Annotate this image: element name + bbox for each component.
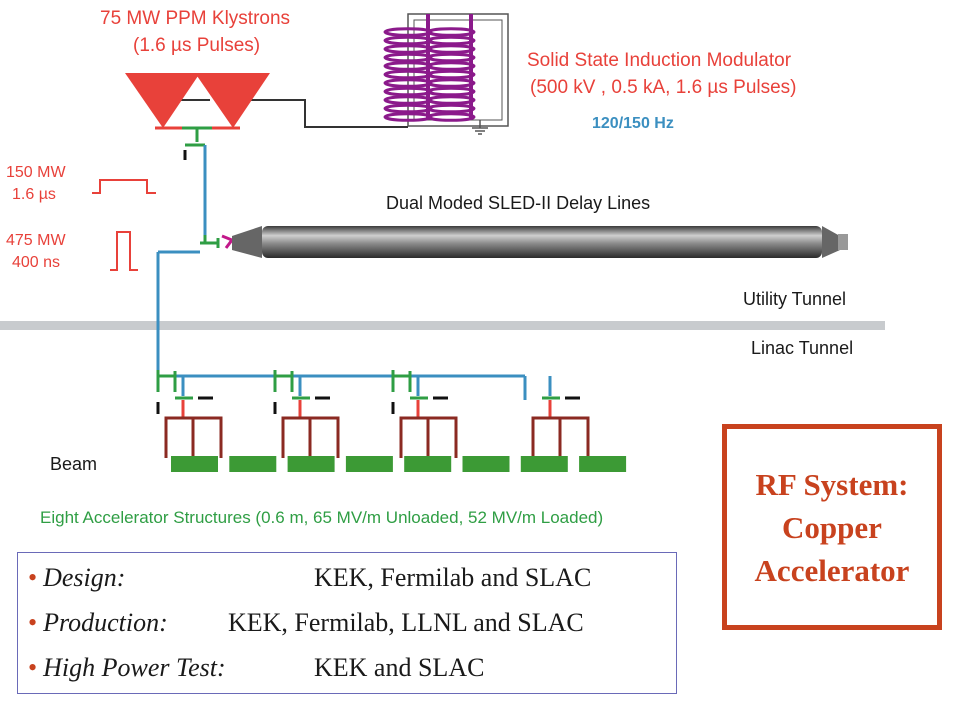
linac-tunnel-label: Linac Tunnel — [751, 338, 854, 358]
coil-winding — [426, 44, 476, 54]
info-value: KEK, Fermilab and SLAC — [314, 563, 592, 592]
info-value: KEK, Fermilab, LLNL and SLAC — [228, 608, 584, 637]
modulator-subtitle: (500 kV , 0.5 kA, 1.6 µs Pulses) — [530, 77, 797, 98]
rep-rate: 120/150 Hz — [592, 115, 674, 132]
waveguide-distribution — [158, 374, 527, 400]
beam-label: Beam — [50, 454, 98, 474]
coil-winding — [383, 44, 433, 54]
coil-winding — [426, 69, 476, 80]
long-pulse-width: 1.6 µs — [12, 186, 56, 203]
collaboration-info-box: •Design: KEK, Fermilab and SLAC •Product… — [17, 552, 677, 694]
short-pulse-width: 400 ns — [12, 254, 61, 271]
coil-winding — [383, 78, 433, 88]
modulator-cable — [250, 99, 408, 128]
klystrons-title: 75 MW PPM Klystrons — [100, 8, 291, 29]
rf-unit-4 — [531, 376, 590, 458]
coil-winding — [426, 86, 476, 97]
coil-winding — [383, 103, 433, 114]
coil-winding — [426, 78, 476, 88]
bullet-icon: • — [28, 563, 38, 592]
short-pulse-shape — [110, 231, 138, 271]
coil-winding — [383, 69, 433, 80]
info-row-high-power-test: •High Power Test: KEK and SLAC — [28, 653, 484, 683]
long-pulse-shape — [92, 179, 156, 194]
title-line-2: Copper — [782, 509, 882, 545]
coil-winding — [426, 35, 476, 46]
short-pulse-power: 475 MW — [6, 232, 66, 249]
coil-winding — [426, 112, 476, 122]
rf-unit-2 — [273, 370, 340, 458]
accelerator-structure-6 — [462, 456, 510, 472]
bullet-icon: • — [28, 608, 38, 637]
accelerator-structure-4 — [345, 456, 393, 472]
tunnel-divider — [0, 321, 885, 330]
rf-unit-1 — [156, 370, 223, 458]
accelerator-structure-3 — [287, 456, 335, 472]
rf-unit-3 — [391, 370, 458, 458]
modulator-title: Solid State Induction Modulator — [527, 50, 792, 71]
sled-delay-line — [232, 226, 848, 258]
accelerator-structure-7 — [520, 456, 568, 472]
bullet-icon: • — [28, 653, 38, 682]
coil-winding — [426, 52, 476, 63]
coil-winding — [383, 95, 433, 105]
info-row-design: •Design: KEK, Fermilab and SLAC — [28, 563, 591, 593]
coil-winding — [383, 86, 433, 97]
accelerator-structure-5 — [404, 456, 452, 472]
info-label: Design: — [43, 563, 126, 592]
coil-winding — [426, 103, 476, 114]
coil-winding — [426, 61, 476, 71]
delay-lines-label: Dual Moded SLED-II Delay Lines — [386, 193, 651, 213]
coil-winding — [426, 27, 476, 37]
coil-winding — [383, 61, 433, 71]
accelerator-structure-1 — [171, 456, 218, 472]
coil-winding — [383, 112, 433, 122]
info-label: Production: — [43, 608, 168, 637]
info-label: High Power Test: — [43, 653, 226, 682]
coil-winding — [383, 27, 433, 37]
long-pulse-power: 150 MW — [6, 164, 66, 181]
coil-winding — [383, 35, 433, 46]
klystron-left — [125, 73, 200, 128]
coil-winding — [383, 52, 433, 63]
structures-label: Eight Accelerator Structures (0.6 m, 65 … — [40, 508, 604, 527]
utility-tunnel-label: Utility Tunnel — [743, 289, 847, 309]
klystrons-subtitle: (1.6 µs Pulses) — [133, 35, 261, 56]
accelerator-structure-2 — [229, 456, 277, 472]
rf-system-title-box: RF System: Copper Accelerator — [722, 424, 942, 630]
title-line-3: Accelerator — [754, 552, 910, 588]
induction-modulator-coils — [383, 13, 509, 135]
coil-winding — [426, 95, 476, 105]
title-line-1: RF System: — [755, 466, 909, 502]
klystron-right — [195, 73, 270, 128]
info-value: KEK and SLAC — [314, 653, 485, 682]
accelerator-structure-8 — [579, 456, 627, 472]
info-row-production: •Production: KEK, Fermilab, LLNL and SLA… — [28, 608, 584, 638]
